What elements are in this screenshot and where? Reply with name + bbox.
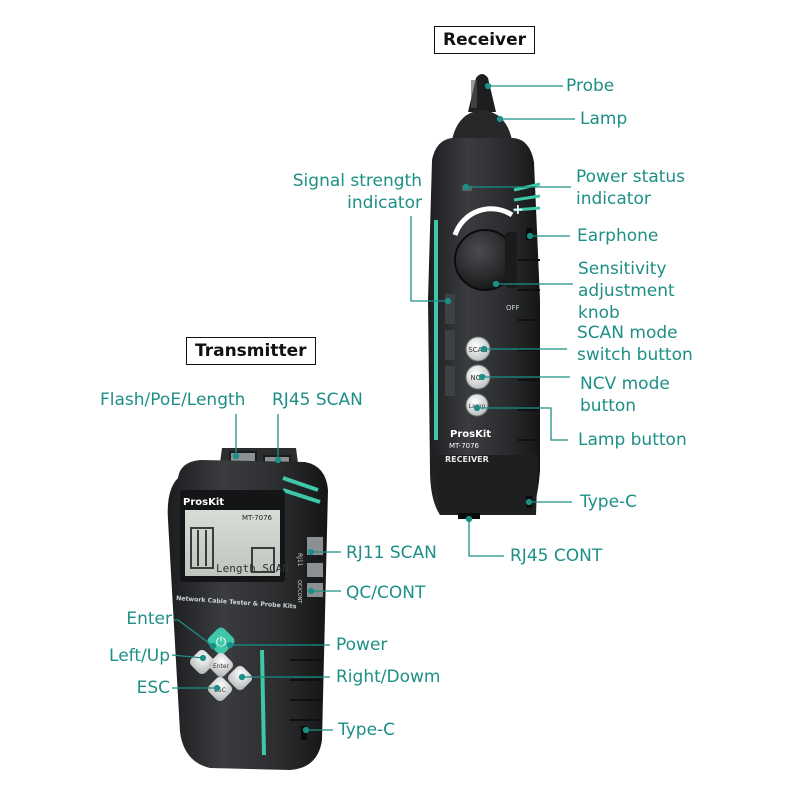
svg-text:Enter: Enter	[213, 663, 230, 670]
tx-port-qc	[305, 561, 325, 579]
tx-model-text: MT-7076	[242, 514, 273, 522]
tx-power-glyph: ⏻	[216, 635, 226, 650]
transmitter-screen	[185, 510, 280, 576]
transmitter-header: Transmitter	[186, 337, 316, 365]
label-ncv-mode: NCV mode button	[580, 374, 670, 416]
transmitter-device: ProsKit MT-7076 Length SCAN Network Cabl…	[167, 448, 328, 770]
receiver-brand-text: ProsKit	[450, 429, 491, 440]
label-signal-strength: Signal strength indicator	[292, 171, 422, 213]
tx-screen-text: Length SCAN	[216, 562, 289, 575]
receiver-leaders	[410, 82, 575, 557]
svg-text:ESC: ESC	[214, 687, 226, 694]
label-probe: Probe	[566, 76, 615, 96]
receiver-signal-bars	[445, 294, 455, 396]
svg-text:NCV: NCV	[471, 374, 486, 382]
label-rj45-cont: RJ45 CONT	[510, 546, 603, 566]
label-transmitter-typec: Type-C	[338, 720, 396, 740]
svg-text:RJ11: RJ11	[296, 553, 303, 567]
receiver-header: Receiver	[434, 26, 536, 54]
label-flash-poe-length: Flash/PoE/Length	[100, 390, 246, 410]
label-lamp-button: Lamp button	[578, 430, 687, 450]
label-scan-mode: SCAN mode switch button	[577, 323, 693, 365]
tx-left-up-button[interactable]	[188, 648, 216, 676]
tx-brand-text: ProsKit	[183, 497, 224, 508]
label-power: Power	[336, 635, 388, 655]
tx-esc-button[interactable]	[206, 675, 234, 703]
label-power-status: Power status indicator	[576, 167, 686, 209]
label-qc-cont: QC/CONT	[346, 583, 426, 603]
label-rj11-scan: RJ11 SCAN	[346, 543, 437, 563]
label-esc: ESC	[136, 678, 170, 698]
receiver-model-text: MT-7076	[449, 442, 480, 450]
label-receiver-typec: Type-C	[580, 492, 638, 512]
knob-off-text: OFF	[506, 304, 520, 312]
label-earphone: Earphone	[577, 226, 659, 246]
svg-text:QC/CONT: QC/CONT	[296, 580, 302, 604]
svg-text:SCAN: SCAN	[468, 346, 487, 354]
label-sensitivity: Sensitivity adjustment knob	[578, 259, 675, 323]
transmitter-leaders	[171, 414, 341, 734]
label-lamp: Lamp	[580, 109, 628, 129]
knob-plus-text: +	[512, 202, 524, 218]
receiver-device: + OFF SCAN NCV Lamp ProsKit MT-7076 RECE…	[428, 74, 541, 519]
label-right-down: Right/Dowm	[336, 667, 441, 687]
label-rj45-scan: RJ45 SCAN	[272, 390, 363, 410]
tx-enter-button[interactable]	[207, 651, 235, 679]
receiver-head	[452, 110, 512, 140]
label-enter: Enter	[126, 609, 172, 629]
receiver-name-text: RECEIVER	[445, 455, 489, 464]
label-left-up: Left/Up	[109, 646, 170, 666]
receiver-knob-ring	[452, 206, 514, 236]
tx-typec-port	[301, 726, 307, 740]
